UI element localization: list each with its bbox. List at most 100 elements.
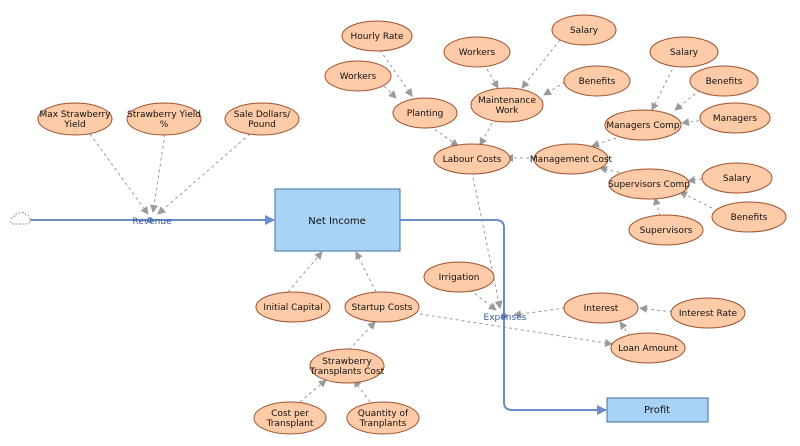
variable-irrigation[interactable]: Irrigation	[423, 261, 495, 293]
variable-shape	[533, 143, 609, 175]
variable-startup-costs[interactable]: Startup Costs	[344, 291, 420, 323]
link-initial-capital-net-income	[287, 251, 323, 293]
link-interest-rate-interest	[639, 304, 673, 313]
link-planting-labour	[429, 125, 459, 147]
variable-benefits-supervisors[interactable]: Benefits	[711, 201, 787, 233]
variable-label: Loan Amount	[618, 344, 678, 354]
variable-shape	[443, 36, 511, 68]
cloud-source-icon	[10, 211, 31, 225]
variable-managers[interactable]: Managers	[699, 102, 771, 134]
variable-label: Tranplants	[359, 419, 407, 429]
variable-labour-costs[interactable]: Labour Costs	[433, 143, 511, 175]
variable-shape	[699, 102, 771, 134]
variable-interest-rate[interactable]: Interest Rate	[670, 297, 746, 329]
variable-label: Supervisors	[640, 226, 693, 236]
link-irrigation-expenses	[469, 289, 497, 311]
link-benefits-supervisors-comp	[679, 191, 713, 209]
link-salary-managers-comp	[651, 63, 676, 111]
variable-hourly-rate[interactable]: Hourly Rate	[341, 20, 413, 52]
variable-shape	[701, 162, 773, 194]
variable-label: Strawberry Yield	[127, 110, 201, 120]
link-supervisors-supervisors-comp	[653, 197, 661, 217]
variable-label: Cost per	[271, 409, 309, 419]
link-maintenance-labour	[479, 117, 496, 146]
variable-managers-comp[interactable]: Managers Comp	[604, 109, 682, 141]
link-labour-expenses	[471, 171, 503, 309]
variable-label: Planting	[407, 109, 444, 119]
variable-label: Work	[496, 106, 520, 116]
link-startup-loan	[419, 313, 613, 347]
variable-initial-capital[interactable]: Initial Capital	[255, 291, 331, 323]
link-salary-maintenance	[521, 39, 561, 89]
link-max-yield-revenue	[89, 133, 149, 215]
stock-profit[interactable]: Profit	[606, 397, 709, 423]
link-startup-net-income	[355, 251, 377, 293]
variable-label: Supervisors Comp	[608, 180, 690, 190]
link-workers-planting	[379, 81, 397, 99]
variable-label: Managers	[713, 114, 757, 124]
link-yield-pct-revenue	[150, 133, 166, 213]
variable-salary-supervisors[interactable]: Salary	[701, 162, 773, 194]
variable-management-cost[interactable]: Management Cost	[530, 143, 613, 175]
variable-shape	[433, 143, 511, 175]
variable-benefits-maintenance[interactable]: Benefits	[563, 65, 631, 97]
variable-label: Initial Capital	[263, 303, 322, 313]
variable-sale-dollars-pound[interactable]: Sale Dollars/Pound	[224, 102, 300, 136]
link-quantity-transplant	[353, 379, 371, 403]
expenses-valve[interactable]	[501, 313, 507, 319]
link-benefits-managers-comp	[674, 89, 701, 111]
variable-label: Interest	[584, 304, 619, 314]
variable-shape	[255, 291, 331, 323]
variable-shape	[346, 401, 420, 435]
variable-label: Salary	[723, 174, 752, 184]
variable-workers-planting[interactable]: Workers	[324, 60, 392, 92]
variable-label: Workers	[340, 72, 377, 82]
variable-label: Irrigation	[439, 273, 480, 283]
variable-salary-maintenance[interactable]: Salary	[551, 14, 617, 46]
variable-supervisors[interactable]: Supervisors	[628, 214, 704, 246]
net-income-label: Net Income	[308, 216, 366, 227]
revenue-label: Revenue	[132, 217, 172, 227]
variable-shape	[470, 87, 544, 123]
stock-net-income[interactable]: Net Income	[274, 188, 401, 252]
variable-label: Strawberry	[322, 357, 372, 367]
variable-workers-maintenance[interactable]: Workers	[443, 36, 511, 68]
variable-shape	[224, 102, 300, 136]
variable-loan-amount[interactable]: Loan Amount	[610, 332, 686, 364]
link-managers-managers-comp	[681, 118, 706, 127]
variable-label: Salary	[670, 48, 699, 58]
variable-label: Pound	[248, 120, 276, 130]
variable-planting[interactable]: Planting	[392, 97, 458, 129]
variable-shape	[344, 291, 420, 323]
variable-shape	[608, 168, 690, 200]
variable-strawberry-yield-pct[interactable]: Strawberry Yield%	[126, 102, 202, 136]
variable-shape	[628, 214, 704, 246]
variable-shape	[604, 109, 682, 141]
variable-label: Max Strawberry	[39, 110, 111, 120]
variable-label: Labour Costs	[443, 155, 502, 165]
variable-shape	[551, 14, 617, 46]
variable-label: Salary	[570, 26, 599, 36]
variable-supervisors-comp[interactable]: Supervisors Comp	[608, 168, 690, 200]
link-benefits-maintenance	[543, 81, 566, 96]
variable-interest[interactable]: Interest	[563, 292, 639, 324]
variable-label: Benefits	[579, 77, 616, 87]
variable-benefits-managers[interactable]: Benefits	[689, 65, 759, 97]
variable-shape	[711, 201, 787, 233]
variable-label: %	[160, 120, 169, 130]
profit-label: Profit	[644, 405, 670, 416]
variable-shape	[649, 36, 719, 68]
variable-label: Benefits	[706, 77, 743, 87]
variable-shape	[670, 297, 746, 329]
variable-shape	[324, 60, 392, 92]
variable-label: Hourly Rate	[350, 32, 403, 42]
variable-label: Managers Comp	[606, 121, 680, 131]
variable-label: Yield	[63, 120, 85, 130]
variable-salary-managers[interactable]: Salary	[649, 36, 719, 68]
revenue-valve[interactable]	[147, 217, 153, 223]
